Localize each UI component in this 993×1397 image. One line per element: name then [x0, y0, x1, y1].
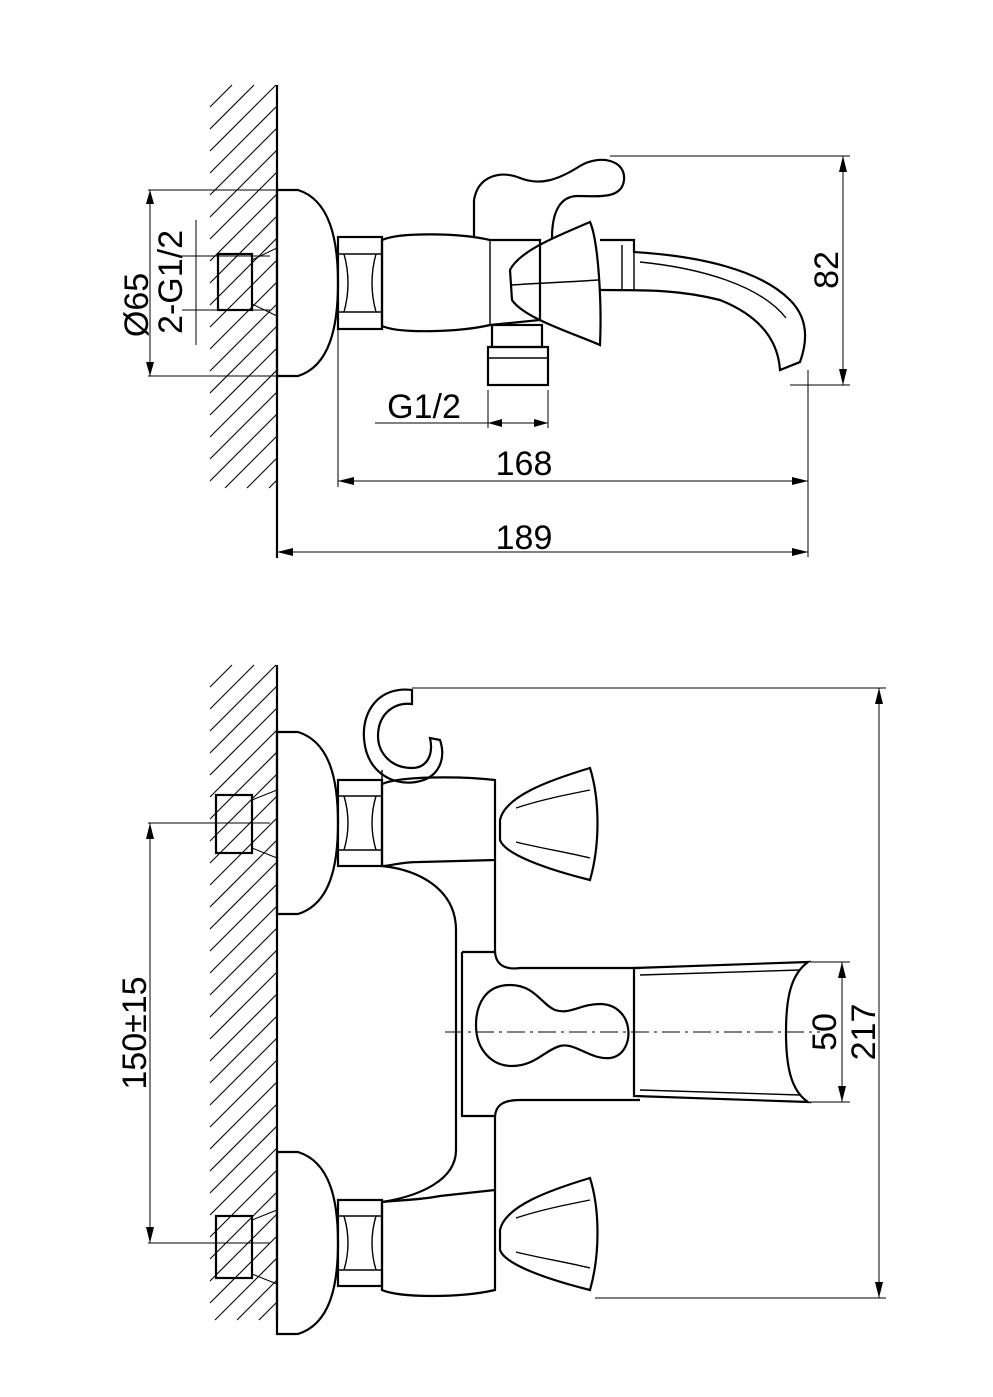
dim-inlet-thread: 2-G1/2 [152, 220, 270, 345]
hatch-line [209, 971, 278, 1040]
diverter-knob-front [474, 983, 630, 1068]
hatch-line [209, 729, 278, 798]
valve-body-top [380, 233, 542, 333]
diverter-lever [472, 158, 626, 239]
dim-diameter: Ø65 [118, 189, 290, 377]
dim-spout-width: 50 [806, 961, 850, 1103]
hatch-line [209, 1191, 278, 1260]
hatch-line [209, 237, 278, 306]
hatch-line [209, 391, 278, 460]
hatch-line [209, 993, 278, 1062]
hatch-line [209, 685, 278, 754]
wall-flange-upper [275, 730, 340, 916]
dim-inlet-spacing: 150±15 [116, 822, 270, 1244]
hatch-line [209, 281, 278, 350]
hatch-line [209, 215, 278, 284]
shower-outlet-top [486, 323, 550, 387]
hatch-line [209, 193, 278, 262]
side-view: Ø65 2-G1/2 G1/2 168 [118, 84, 850, 558]
wall-hatching-bottom [209, 664, 279, 1321]
dim-total-height: 217 [412, 687, 886, 1299]
dim-inlet-spacing-label: 150±15 [116, 976, 154, 1089]
hatch-line [209, 883, 278, 952]
hatch-line [209, 949, 278, 1018]
wall-flange-top [275, 188, 340, 378]
hatch-line [209, 1213, 278, 1282]
hatch-line [209, 171, 278, 240]
valve-body-front [380, 776, 497, 868]
inlet-thread-upper [214, 789, 278, 859]
hatch-line [209, 1169, 278, 1238]
hatch-line [209, 664, 233, 688]
wall-flange-lower [275, 1150, 340, 1336]
hatch-line [209, 773, 278, 842]
dim-outlet-thread-label: G1/2 [387, 388, 461, 426]
hatch-line [209, 1103, 278, 1172]
hatch-line [209, 369, 278, 438]
hatch-line [209, 84, 277, 152]
dim-spout-reach: 168 [337, 330, 809, 557]
hatch-line [209, 84, 233, 108]
hatch-line [209, 839, 278, 908]
dim-height-label: 82 [808, 251, 846, 289]
hatch-line [209, 413, 278, 482]
hatch-line [209, 1147, 278, 1216]
hatch-line [209, 664, 255, 710]
hatch-line [209, 1235, 278, 1304]
hatch-line [209, 149, 278, 218]
spout-front [632, 960, 812, 1104]
hex-nut-upper [336, 778, 384, 868]
dim-total-height-label: 217 [845, 1004, 883, 1061]
hatch-line [209, 347, 278, 416]
dim-height: 82 [610, 155, 850, 386]
hex-nut-lower [336, 1198, 384, 1288]
hatch-line [209, 905, 278, 974]
handle-lower [498, 1176, 599, 1292]
spout-top [599, 238, 807, 372]
hatch-line [209, 861, 278, 930]
shower-holder-hook [362, 688, 444, 784]
handle-upper [498, 766, 599, 882]
valve-handle-top [508, 220, 602, 347]
dim-spout-width-label: 50 [806, 1013, 844, 1051]
front-view: 150±15 50 217 [116, 664, 886, 1336]
hatch-line [209, 105, 278, 174]
hatch-line [209, 1125, 278, 1194]
hatch-line [209, 927, 278, 996]
hatch-line [209, 84, 255, 130]
dim-total-depth-label: 189 [496, 519, 553, 557]
hatch-line [224, 435, 278, 489]
hatch-line [209, 1059, 278, 1128]
hatch-line [209, 707, 278, 776]
hatch-line [209, 259, 278, 328]
wall-hatching-top [209, 84, 279, 558]
hatch-line [236, 1279, 278, 1321]
hatch-line [214, 1257, 278, 1321]
hatch-line [209, 1037, 278, 1106]
hatch-line [209, 1015, 278, 1084]
inlet-thread-top [216, 247, 278, 317]
dim-total-depth: 189 [277, 519, 808, 557]
inlet-thread-lower [214, 1209, 278, 1285]
hatch-line [246, 457, 278, 489]
hatch-line [258, 1301, 278, 1321]
hatch-line [209, 303, 278, 372]
hatch-line [209, 325, 278, 394]
dim-outlet-thread: G1/2 [375, 388, 549, 428]
hatch-line [209, 127, 278, 196]
dim-spout-reach-label: 168 [496, 445, 553, 483]
hatch-line [209, 795, 278, 864]
hatch-line [209, 751, 278, 820]
hatch-line [268, 479, 278, 489]
hatch-line [209, 1081, 278, 1150]
dim-diameter-label: Ø65 [118, 273, 156, 337]
hatch-line [209, 817, 278, 886]
dim-inlet-thread-label: 2-G1/2 [152, 230, 190, 334]
hatch-line [209, 664, 277, 732]
hex-nut-top [336, 235, 384, 331]
